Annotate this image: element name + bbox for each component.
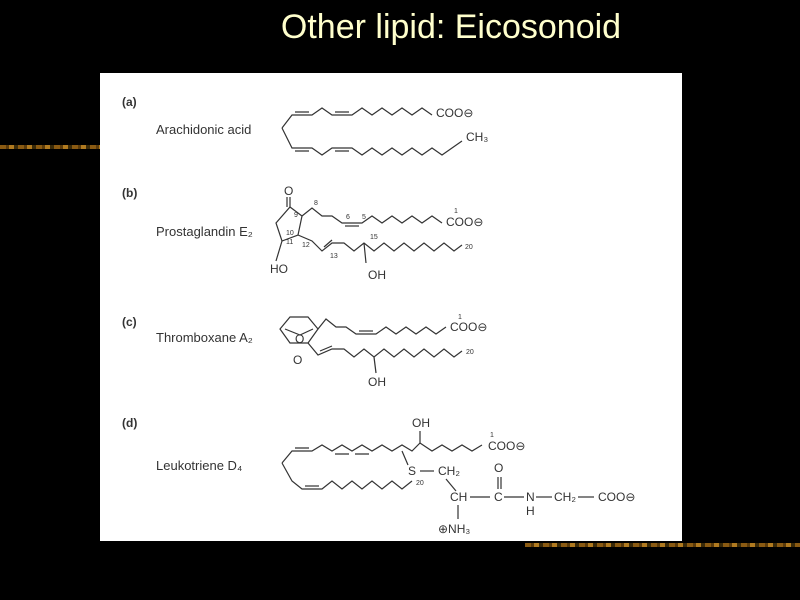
panel-thromboxane-a2: (c) Thromboxane A₂ O O COO⊖ 1 OH 20 [122, 314, 487, 389]
carbon-number: 12 [302, 242, 310, 249]
ring-oxygen: O [295, 332, 304, 346]
ammonium-group: ⊕NH₃ [438, 522, 470, 536]
hydroxyl-group: OH [368, 375, 386, 389]
methylene-group: CH₂ [438, 464, 460, 478]
compound-name: Leukotriene D₄ [156, 458, 242, 473]
carbon-number: 11 [286, 239, 293, 246]
panel-arachidonic-acid: (a) Arachidonic acid COO⊖ CH₃ [122, 95, 488, 156]
carbon-number: 8 [314, 200, 318, 207]
lower-chain [281, 462, 413, 490]
carbon-number: 9 [294, 212, 298, 219]
carbon-number: 10 [286, 230, 294, 237]
hydroxyl-group: OH [368, 268, 386, 282]
carbon-number: 1 [454, 208, 458, 215]
carbonyl-carbon: C [494, 490, 503, 504]
compound-name: Arachidonic acid [156, 122, 251, 137]
part-label: (c) [122, 315, 137, 329]
part-label: (a) [122, 95, 137, 109]
eicosanoid-structures: (a) Arachidonic acid COO⊖ CH₃ (b) Prosta… [122, 95, 635, 536]
decorative-stripe-left [0, 145, 100, 149]
carbon-number: 13 [330, 253, 338, 260]
carbon-chain-upper [281, 107, 433, 129]
carbon-number: 1 [490, 432, 494, 439]
hydroxyl-group: OH [412, 416, 430, 430]
hydroxyl-group: HO [270, 262, 288, 276]
lower-chain [307, 342, 463, 358]
slide-title: Other lipid: Eicosonoid [280, 8, 622, 46]
carbonyl-oxygen: O [494, 461, 503, 475]
amide-nitrogen: N [526, 490, 535, 504]
carboxylate-group: COO⊖ [598, 490, 635, 504]
carboxylate-group: COO⊖ [450, 320, 487, 334]
carbon-number: 20 [465, 244, 473, 251]
carbon-number: 20 [416, 480, 424, 487]
methyl-group: CH₃ [466, 130, 488, 144]
carboxylate-group: COO⊖ [488, 439, 525, 453]
carboxylate-group: COO⊖ [436, 106, 473, 120]
methylene-group: CH₂ [554, 490, 576, 504]
methine-group: CH [450, 490, 467, 504]
part-label: (b) [122, 186, 137, 200]
upper-chain [281, 442, 483, 464]
cyclopentane-ring [275, 206, 303, 242]
ring-oxygen: O [293, 353, 302, 367]
carbon-number: 5 [362, 214, 366, 221]
compound-name: Prostaglandin E₂ [156, 224, 253, 239]
compound-name: Thromboxane A₂ [156, 330, 253, 345]
upper-chain [317, 318, 447, 335]
panel-prostaglandin-e2: (b) Prostaglandin E₂ O COO⊖ HO OH 9 8 6 … [122, 184, 483, 282]
part-label: (d) [122, 416, 137, 430]
carbon-number: 15 [370, 234, 378, 241]
ketone-oxygen: O [284, 184, 293, 198]
amide-hydrogen: H [526, 504, 535, 518]
carbon-number: 6 [346, 214, 350, 221]
decorative-stripe-right [525, 543, 800, 547]
lower-chain [297, 234, 463, 252]
upper-chain [301, 207, 443, 224]
sulfur-atom: S [408, 464, 416, 478]
figure-panel: (a) Arachidonic acid COO⊖ CH₃ (b) Prosta… [100, 73, 682, 541]
carbon-number: 1 [458, 314, 462, 321]
panel-leukotriene-d4: (d) Leukotriene D₄ OH COO⊖ 1 20 S CH₂ O … [122, 416, 635, 536]
carbon-chain-lower [281, 127, 463, 156]
carboxylate-group: COO⊖ [446, 215, 483, 229]
carbon-number: 20 [466, 349, 474, 356]
